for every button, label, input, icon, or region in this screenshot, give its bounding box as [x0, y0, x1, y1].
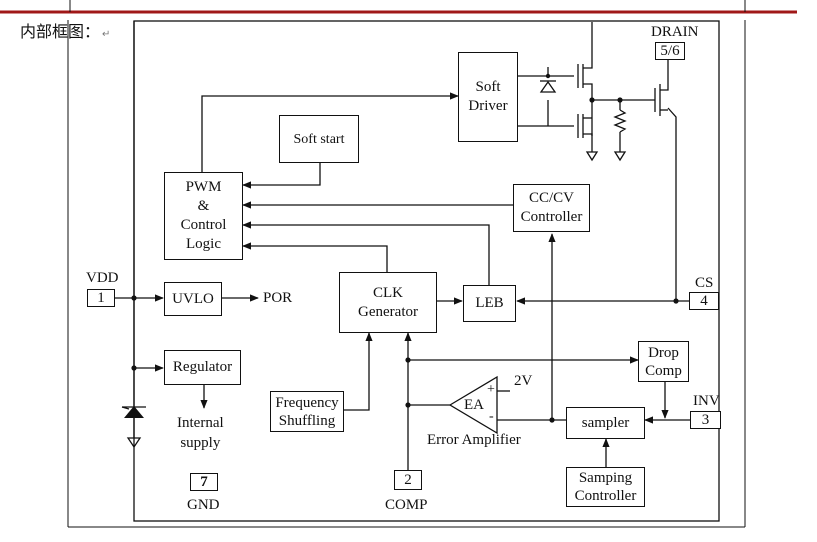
wire-softstart-pwm — [242, 163, 321, 189]
ea-label: EA — [464, 397, 484, 413]
pin-cs-number: 4 — [689, 292, 719, 310]
pin-comp-number: 2 — [394, 470, 422, 490]
reference-2v-label: 2V — [514, 373, 533, 389]
uvlo-block: UVLO — [164, 282, 222, 316]
zener-triangle — [124, 406, 144, 418]
sw1-source — [583, 83, 593, 136]
wire-freq-clk — [344, 332, 373, 411]
ea-plus-sign: + — [487, 382, 495, 397]
wire-clk-pwm — [242, 242, 388, 272]
pin-inv-name: INV — [693, 393, 720, 409]
vdd-ground — [126, 437, 142, 449]
pin-gnd-name: GND — [187, 497, 220, 513]
pin-comp-name: COMP — [385, 497, 428, 513]
junction-dots — [131, 73, 679, 423]
res-ground — [613, 151, 627, 162]
wire-pwm-driver — [201, 92, 459, 172]
wire-cs-source — [667, 107, 677, 301]
soft-start-block: Soft start — [279, 115, 359, 163]
por-label: POR — [263, 290, 293, 306]
ea-triangle — [448, 375, 498, 435]
error-amplifier-label: Error Amplifier — [427, 432, 521, 448]
pin-cs-name: CS — [695, 275, 714, 291]
pin-drain-number: 5/6 — [655, 42, 685, 60]
sw2-ground — [585, 151, 599, 162]
pin-vdd-name: VDD — [86, 270, 119, 286]
return-mark: ↵ — [102, 29, 111, 40]
sw2-source — [583, 133, 593, 152]
pin-vdd-number: 1 — [87, 289, 115, 307]
wire-leb-pwm — [242, 221, 490, 285]
leb-block: LEB — [463, 285, 516, 322]
zener-kink — [121, 406, 130, 410]
diode-body — [539, 80, 557, 93]
resistor — [613, 109, 627, 133]
diagram-caption: 内部框图：↵ — [20, 22, 111, 41]
pin-inv-number: 3 — [690, 411, 721, 429]
pin-gnd-number: 7 — [190, 473, 218, 491]
ea-minus-sign: - — [489, 409, 494, 424]
sampler-block: sampler — [566, 407, 645, 439]
pwr-drain — [660, 64, 669, 91]
regulator-block: Regulator — [164, 350, 241, 385]
sw1-drain — [583, 22, 593, 69]
pin-drain-name: DRAIN — [651, 24, 699, 40]
